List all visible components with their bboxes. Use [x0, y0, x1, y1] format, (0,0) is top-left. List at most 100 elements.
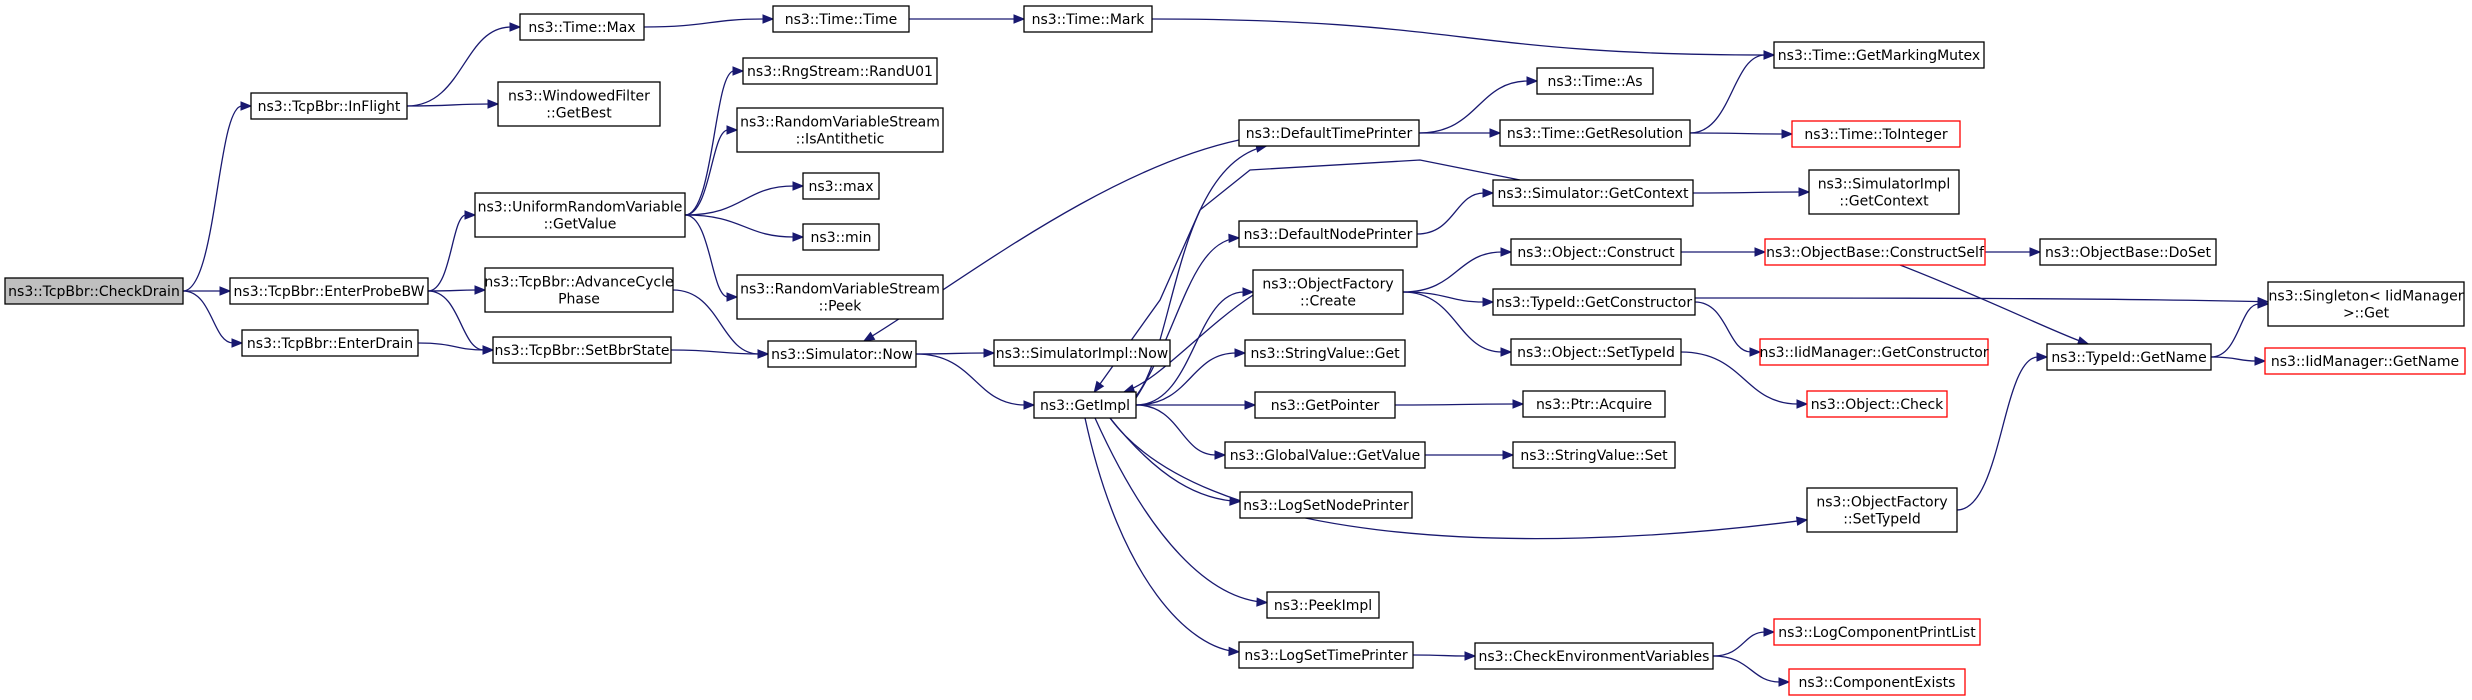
node-box	[1522, 390, 1666, 418]
node-box	[1773, 41, 1985, 69]
node-time-getresolution[interactable]: ns3::Time::GetResolution	[1499, 119, 1691, 147]
node-isantithetic[interactable]: ns3::RandomVariableStream::IsAntithetic	[736, 107, 944, 153]
node-objectbase-constructself[interactable]: ns3::ObjectBase::ConstructSelf	[1764, 238, 1986, 266]
node-min[interactable]: ns3::min	[802, 223, 880, 251]
node-object-check[interactable]: ns3::Object::Check	[1806, 390, 1948, 418]
node-box	[484, 267, 674, 313]
edge-line	[684, 185, 795, 216]
edge-arrowhead	[983, 348, 996, 358]
edge-arrowhead	[1482, 188, 1495, 198]
node-time-time[interactable]: ns3::Time::Time	[772, 5, 910, 33]
node-box	[1512, 441, 1676, 469]
node-simulatorimpl-getcontext[interactable]: ns3::SimulatorImpl::GetContext	[1808, 169, 1960, 215]
node-time-getmarkingmutex[interactable]: ns3::Time::GetMarkingMutex	[1773, 41, 1985, 69]
edge-objectfactory_create-to-object_construct	[1402, 247, 1513, 293]
edge-time_time-to-time_mark	[909, 14, 1026, 24]
edge-arrowhead	[509, 22, 522, 32]
node-label: ns3::CheckEnvironmentVariables	[1479, 649, 1710, 665]
node-box	[1033, 391, 1137, 419]
edge-checkenvvars-to-logcomponentprintlist	[1712, 627, 1776, 657]
node-inflight[interactable]: ns3::TcpBbr::InFlight	[250, 92, 408, 120]
edge-line	[1135, 145, 1267, 397]
node-box	[1252, 269, 1404, 315]
edge-line	[670, 349, 760, 355]
node-defaultnodeprinter[interactable]: ns3::DefaultNodePrinter	[1238, 220, 1418, 248]
edge-line	[1084, 417, 1240, 653]
node-label: ::Peek	[819, 299, 863, 315]
node-label: ns3::IidManager::GetConstructor	[1759, 345, 1988, 361]
node-setbbrstate[interactable]: ns3::TcpBbr::SetBbrState	[492, 336, 672, 364]
edge-line	[684, 70, 735, 216]
edge-line	[1956, 356, 2039, 511]
node-getpointer[interactable]: ns3::GetPointer	[1254, 391, 1396, 419]
node-enterdrain[interactable]: ns3::TcpBbr::EnterDrain	[241, 329, 419, 357]
node-uniform-getvalue[interactable]: ns3::UniformRandomVariable::GetValue	[474, 192, 686, 238]
node-defaulttimeprinter[interactable]: ns3::DefaultTimePrinter	[1238, 119, 1420, 147]
node-label: ns3::Time::GetResolution	[1507, 126, 1683, 142]
node-logsetnodeprinter[interactable]: ns3::LogSetNodePrinter	[1239, 491, 1413, 519]
node-object-settypeid[interactable]: ns3::Object::SetTypeId	[1510, 338, 1682, 366]
node-logcomponentprintlist[interactable]: ns3::LogComponentPrintList	[1773, 618, 1981, 646]
node-label: ns3::GlobalValue::GetValue	[1230, 448, 1420, 464]
node-getimpl[interactable]: ns3::GetImpl	[1033, 391, 1137, 419]
node-box	[2039, 238, 2217, 266]
node-time-as[interactable]: ns3::Time::As	[1536, 67, 1654, 95]
edge-checkdrain-to-enterdrain	[182, 290, 244, 348]
edge-arrowhead	[1512, 399, 1525, 409]
node-simulator-now[interactable]: ns3::Simulator::Now	[767, 340, 917, 368]
node-objectfactory-create[interactable]: ns3::ObjectFactory::Create	[1252, 269, 1404, 315]
edge-arrowhead	[1798, 187, 1811, 197]
edge-arrowhead	[219, 286, 232, 296]
edge-globalvalue_getvalue-to-stringvalue_set	[1424, 450, 1515, 460]
node-checkenvvars[interactable]: ns3::CheckEnvironmentVariables	[1474, 642, 1714, 670]
node-time-mark[interactable]: ns3::Time::Mark	[1023, 5, 1153, 33]
node-componentexists[interactable]: ns3::ComponentExists	[1788, 668, 1966, 696]
node-objectfactory-settypeid[interactable]: ns3::ObjectFactory::SetTypeId	[1806, 487, 1958, 533]
node-simulator-getcontext[interactable]: ns3::Simulator::GetContext	[1492, 179, 1694, 207]
node-label: ns3::TcpBbr::EnterDrain	[247, 336, 413, 352]
edge-line	[915, 352, 986, 355]
edge-line	[1412, 654, 1467, 657]
node-iidmanager-getname[interactable]: ns3::IidManager::GetName	[2264, 347, 2466, 375]
node-windowedfilter-getbest[interactable]: ns3::WindowedFilter::GetBest	[497, 81, 661, 127]
node-stringvalue-set[interactable]: ns3::StringValue::Set	[1512, 441, 1676, 469]
node-time-max[interactable]: ns3::Time::Max	[519, 13, 645, 41]
node-label: ns3::RngStream::RandU01	[747, 64, 933, 80]
node-enterprobebw[interactable]: ns3::TcpBbr::EnterProbeBW	[229, 277, 429, 305]
node-stringvalue-get[interactable]: ns3::StringValue::Get	[1244, 339, 1406, 367]
edge-line	[1416, 192, 1485, 235]
edge-typeid_getconstructor-to-iidmanager_getconstructor	[1694, 301, 1762, 357]
node-label: ns3::Object::Check	[1811, 397, 1944, 413]
node-typeid-getconstructor[interactable]: ns3::TypeId::GetConstructor	[1492, 288, 1696, 316]
node-box	[519, 13, 645, 41]
node-objectbase-doset[interactable]: ns3::ObjectBase::DoSet	[2039, 238, 2217, 266]
node-box	[1474, 642, 1714, 670]
node-peekimpl[interactable]: ns3::PeekImpl	[1266, 591, 1380, 619]
node-max[interactable]: ns3::max	[802, 172, 880, 200]
node-randu01[interactable]: ns3::RngStream::RandU01	[742, 57, 938, 85]
edge-line	[1402, 291, 1503, 353]
node-time-tointeger[interactable]: ns3::Time::ToInteger	[1791, 120, 1961, 148]
node-label: ns3::SimulatorImpl::Now	[996, 346, 1169, 362]
node-simulatorimpl-now[interactable]: ns3::SimulatorImpl::Now	[993, 339, 1171, 367]
node-iidmanager-getconstructor[interactable]: ns3::IidManager::GetConstructor	[1759, 338, 1989, 366]
node-label: ns3::Object::Construct	[1517, 245, 1675, 261]
edge-getimpl-to-objectfactory_create	[1135, 287, 1255, 406]
node-label: ns3::Time::ToInteger	[1804, 127, 1948, 143]
node-logsettimeprinter[interactable]: ns3::LogSetTimePrinter	[1238, 641, 1414, 669]
node-typeid-getname[interactable]: ns3::TypeId::GetName	[2046, 343, 2212, 371]
edge-getimpl-to-logsetnodeprinter	[1109, 417, 1242, 506]
node-singleton-get[interactable]: ns3::Singleton< IidManager>::Get	[2267, 281, 2465, 327]
edge-arrowhead	[1244, 400, 1257, 410]
edge-arrowhead	[732, 66, 745, 76]
node-label: ns3::Simulator::Now	[771, 347, 913, 363]
edge-line	[2210, 303, 2260, 358]
edge-arrowhead	[1795, 516, 1809, 526]
node-object-construct[interactable]: ns3::Object::Construct	[1510, 238, 1682, 266]
node-label: ns3::LogSetNodePrinter	[1243, 498, 1409, 514]
node-ptr-acquire[interactable]: ns3::Ptr::Acquire	[1522, 390, 1666, 418]
node-peek[interactable]: ns3::RandomVariableStream::Peek	[736, 274, 944, 320]
node-globalvalue-getvalue[interactable]: ns3::GlobalValue::GetValue	[1224, 441, 1426, 469]
